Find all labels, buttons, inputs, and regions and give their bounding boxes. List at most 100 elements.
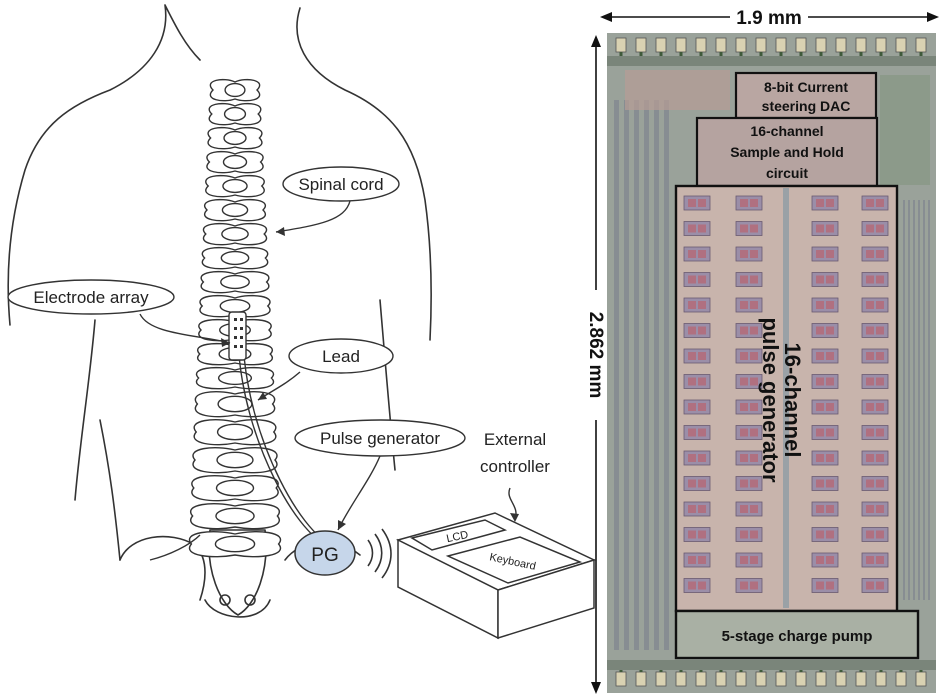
cell-transistor <box>688 480 696 488</box>
bond-pad <box>736 672 746 686</box>
cell-block <box>684 298 710 312</box>
cell-transistor <box>688 301 696 309</box>
bond-pad <box>816 38 826 52</box>
cell-transistor <box>876 327 884 335</box>
cell-transistor <box>688 352 696 360</box>
cell-block <box>684 196 710 210</box>
dac-label-line1: 8-bit Current <box>764 79 848 95</box>
cell-block <box>862 553 888 567</box>
cell-transistor <box>750 556 758 564</box>
cell-block <box>736 502 762 516</box>
left-waist <box>100 420 120 560</box>
cell-transistor <box>688 403 696 411</box>
cell-transistor <box>826 403 834 411</box>
cell-transistor <box>698 378 706 386</box>
vertebra-body <box>217 452 253 467</box>
bond-pad <box>856 672 866 686</box>
cell-transistor <box>688 429 696 437</box>
leader-pulse-generator <box>338 456 380 530</box>
cell-transistor <box>876 531 884 539</box>
bond-pad <box>916 38 926 52</box>
bond-pad <box>856 38 866 52</box>
cell-transistor <box>826 454 834 462</box>
cell-transistor <box>740 403 748 411</box>
bond-pad <box>636 38 646 52</box>
bond-pad <box>636 672 646 686</box>
cell-block <box>862 375 888 389</box>
cell-transistor <box>740 327 748 335</box>
cell-block <box>862 528 888 542</box>
sample-hold-label-line1: 16-channel <box>750 123 823 139</box>
cell-transistor <box>816 480 824 488</box>
cell-transistor <box>826 250 834 258</box>
cell-transistor <box>866 556 874 564</box>
bond-pad <box>816 672 826 686</box>
bond-pad <box>916 672 926 686</box>
label-electrode-array: Electrode array <box>33 288 149 307</box>
label-external-controller-line2: controller <box>480 457 550 476</box>
vertebra-body <box>218 424 253 439</box>
cell-transistor <box>698 225 706 233</box>
cell-transistor <box>866 327 874 335</box>
cell-block <box>812 375 838 389</box>
cell-block <box>862 298 888 312</box>
upper-left-logic <box>625 70 730 110</box>
bond-pad <box>716 38 726 52</box>
cell-transistor <box>876 250 884 258</box>
label-external-controller-line1: External <box>484 430 546 449</box>
cell-block <box>812 579 838 593</box>
metal-stripe <box>928 200 930 600</box>
bond-pad <box>836 38 846 52</box>
cell-transistor <box>826 327 834 335</box>
cell-transistor <box>750 403 758 411</box>
bond-pad <box>896 672 906 686</box>
height-dimension-label: 2.862 mm <box>585 312 606 399</box>
label-spinal-cord: Spinal cord <box>298 175 383 194</box>
upper-right-logic <box>880 75 930 185</box>
cell-block <box>862 426 888 440</box>
cell-transistor <box>876 378 884 386</box>
bond-pad <box>876 672 886 686</box>
cell-transistor <box>866 378 874 386</box>
vertebra-body <box>222 204 247 217</box>
cell-block <box>862 349 888 363</box>
cell-block <box>736 553 762 567</box>
bond-pad <box>616 38 626 52</box>
cell-transistor <box>816 454 824 462</box>
bond-pad <box>776 672 786 686</box>
cell-transistor <box>688 378 696 386</box>
chip-micrograph: 1.9 mm 2.862 mm 8-bit Current steering D… <box>585 8 939 694</box>
vertebra-body <box>225 108 246 121</box>
cell-transistor <box>816 327 824 335</box>
cell-transistor <box>866 480 874 488</box>
charge-pump-label: 5-stage charge pump <box>722 628 873 645</box>
cell-transistor <box>866 352 874 360</box>
cell-transistor <box>688 327 696 335</box>
vertebra-body <box>221 276 249 289</box>
leader-spinal-cord <box>276 201 350 232</box>
cell-transistor <box>740 454 748 462</box>
cell-transistor <box>826 429 834 437</box>
cell-transistor <box>698 352 706 360</box>
cell-transistor <box>698 250 706 258</box>
dac-label-line2: steering DAC <box>762 98 851 114</box>
bottom-ring <box>607 660 936 670</box>
metal-stripe <box>908 200 910 600</box>
cell-block <box>684 375 710 389</box>
cell-transistor <box>750 505 758 513</box>
cell-block <box>812 273 838 287</box>
cell-transistor <box>698 327 706 335</box>
cell-transistor <box>816 250 824 258</box>
cell-transistor <box>698 582 706 590</box>
cell-transistor <box>876 276 884 284</box>
vertebra-body <box>224 132 246 145</box>
bond-pad <box>756 672 766 686</box>
cell-transistor <box>826 480 834 488</box>
cell-block <box>736 298 762 312</box>
cell-block <box>862 502 888 516</box>
left-arm-inner <box>75 320 95 500</box>
cell-transistor <box>826 276 834 284</box>
metal-stripe <box>903 200 905 600</box>
cell-transistor <box>876 301 884 309</box>
cell-transistor <box>816 199 824 207</box>
